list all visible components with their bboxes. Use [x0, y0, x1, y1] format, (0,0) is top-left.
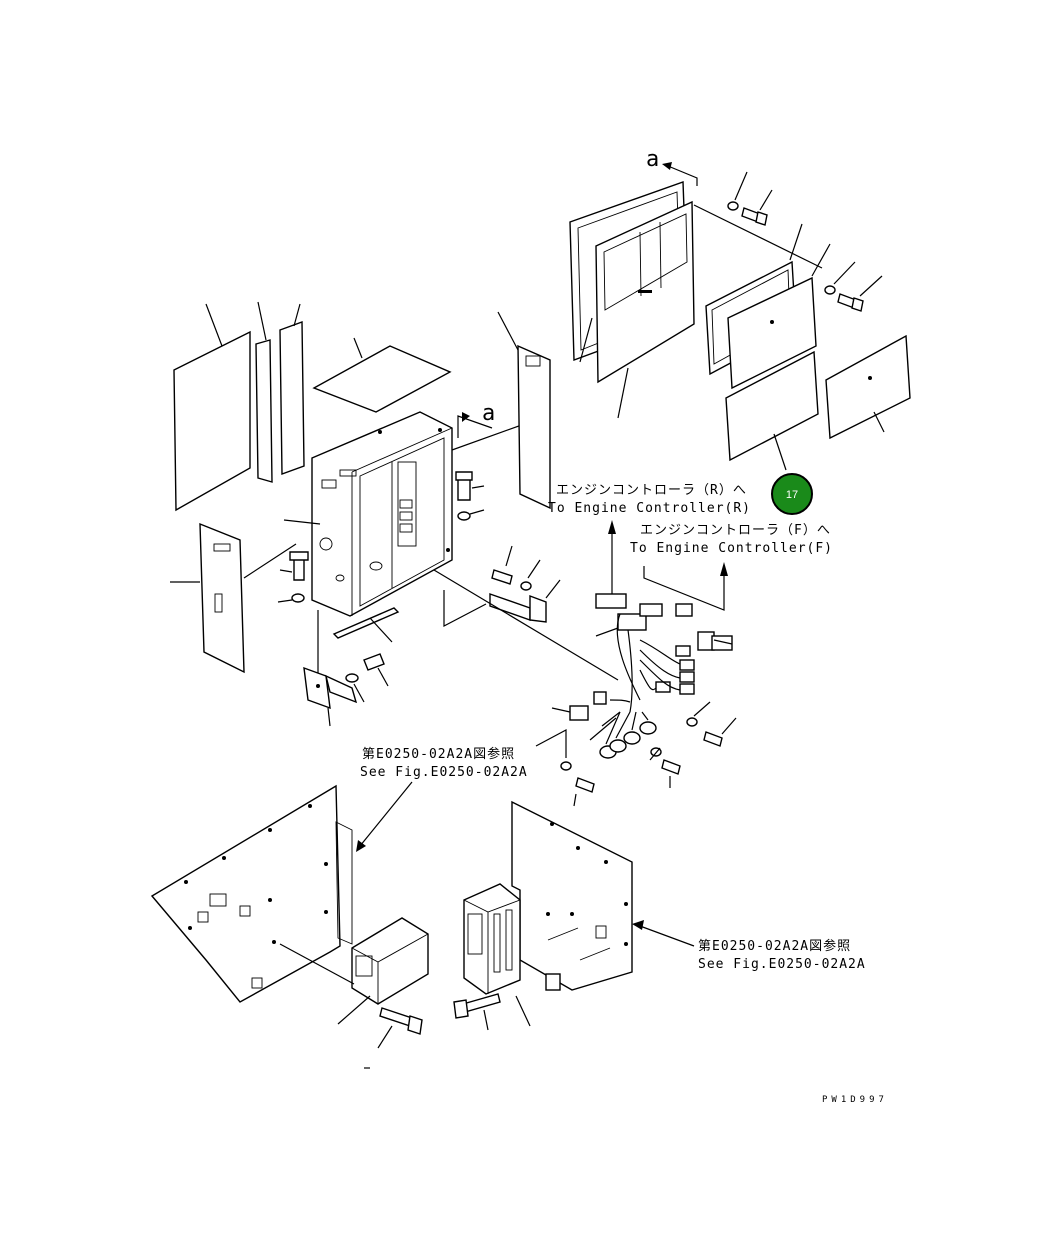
bolt-left-1	[289, 551, 309, 581]
callout-17[interactable]: 17	[771, 473, 813, 515]
mounting-plate-left	[150, 784, 353, 1003]
bolt-top	[741, 207, 768, 226]
bolt-harness-1	[703, 731, 723, 747]
top-cover-plate	[312, 345, 452, 413]
ref-fig-left-en: See Fig.E0250-02A2A	[360, 765, 528, 780]
bolt-right	[837, 293, 864, 312]
washer-box-right	[457, 511, 471, 521]
washer-bracket-left	[345, 673, 359, 683]
mount-bracket-left	[303, 666, 358, 710]
bolt-harness-3	[575, 777, 595, 793]
ref-fig-left-jp: 第E0250-02A2A図参照	[362, 746, 515, 762]
ecu-module	[463, 883, 521, 995]
side-bracket	[517, 344, 551, 510]
mount-bracket-right	[489, 593, 547, 623]
cover-plate	[595, 200, 695, 384]
module-block-left	[351, 917, 429, 1005]
drawing-code: PW1D997	[822, 1095, 888, 1105]
connector-lower	[545, 973, 561, 991]
panel-insulation-2	[255, 339, 273, 483]
to-engine-controller-f-en: To Engine Controller(F)	[630, 541, 833, 556]
washer-top	[727, 201, 739, 211]
bolt-box-right	[455, 471, 473, 501]
side-plate-right	[825, 334, 911, 440]
panel-insulation-3	[279, 321, 305, 475]
label-plate	[725, 350, 819, 462]
bolt-harness-2	[661, 759, 681, 775]
bolt-lower-left	[379, 1007, 423, 1035]
grommet-group	[599, 721, 657, 759]
bolt-bracket-left	[363, 653, 385, 671]
ref-fig-right-jp: 第E0250-02A2A図参照	[698, 938, 851, 954]
mounting-plate-right	[511, 800, 633, 991]
washer-harness-3	[560, 761, 572, 771]
to-engine-controller-f-jp: エンジンコントローラ（F）へ	[640, 523, 831, 538]
to-engine-controller-r-jp: エンジンコントローラ（R）へ	[556, 483, 747, 498]
seal-strip	[332, 607, 400, 639]
inner-cover	[727, 276, 817, 390]
washer-harness-2	[686, 717, 698, 727]
front-panel	[199, 522, 245, 674]
washer-left-1	[291, 593, 305, 603]
main-controller-box	[311, 411, 453, 617]
bolt-lower-right	[453, 993, 501, 1019]
washer-right	[824, 285, 836, 295]
washer-bracket	[520, 581, 532, 591]
panel-insulation-1	[173, 330, 251, 512]
section-label-a-top: a	[646, 147, 659, 172]
section-label-a-mid: a	[482, 401, 495, 426]
harness-connector-group	[569, 593, 733, 721]
ref-fig-right-en: See Fig.E0250-02A2A	[698, 957, 866, 972]
bolt-bracket	[491, 569, 513, 585]
callout-17-number: 17	[786, 489, 798, 501]
to-engine-controller-r-en: To Engine Controller(R)	[548, 501, 751, 516]
